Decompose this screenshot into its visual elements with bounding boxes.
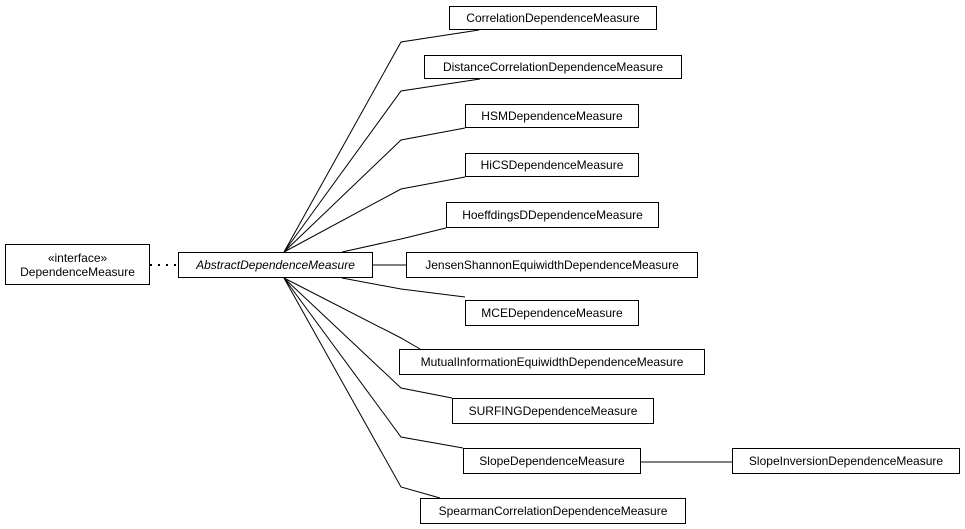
edge-correlation [283, 29, 480, 253]
abstract-class-box[interactable]: AbstractDependenceMeasure [178, 252, 373, 278]
edge-hsm [283, 127, 466, 253]
class-name: SURFINGDependenceMeasure [468, 404, 638, 418]
class-box-hoeffdings[interactable]: HoeffdingsDDependenceMeasure [446, 202, 659, 228]
class-box-hics[interactable]: HiCSDependenceMeasure [465, 153, 639, 177]
class-name: CorrelationDependenceMeasure [466, 11, 640, 25]
class-box-distance-correlation[interactable]: DistanceCorrelationDependenceMeasure [424, 55, 682, 79]
edge-hoeffdings [341, 227, 447, 253]
abstract-class-name: AbstractDependenceMeasure [196, 258, 355, 272]
interface-name: DependenceMeasure [20, 264, 135, 279]
class-box-slope-inversion[interactable]: SlopeInversionDependenceMeasure [732, 448, 960, 474]
class-box-slope[interactable]: SlopeDependenceMeasure [463, 448, 641, 474]
class-box-jensen-shannon[interactable]: JensenShannonEquiwidthDependenceMeasure [406, 252, 698, 278]
edge-slope [283, 277, 464, 449]
class-box-correlation[interactable]: CorrelationDependenceMeasure [449, 6, 657, 30]
class-box-mce[interactable]: MCEDependenceMeasure [465, 300, 639, 326]
edge-distance-correlation [283, 78, 481, 253]
interface-box[interactable]: «interface» DependenceMeasure [5, 244, 150, 285]
class-box-surfing[interactable]: SURFINGDependenceMeasure [452, 398, 654, 424]
edge-mce [341, 277, 466, 298]
class-box-hsm[interactable]: HSMDependenceMeasure [465, 104, 639, 128]
class-name: JensenShannonEquiwidthDependenceMeasure [425, 258, 679, 272]
edge-hics [283, 176, 466, 253]
class-name: HSMDependenceMeasure [481, 109, 623, 123]
class-name: MCEDependenceMeasure [481, 306, 623, 320]
edge-mutual-information [283, 277, 421, 350]
class-name: SpearmanCorrelationDependenceMeasure [438, 504, 668, 518]
class-name: HiCSDependenceMeasure [480, 158, 624, 172]
class-box-spearman[interactable]: SpearmanCorrelationDependenceMeasure [420, 498, 686, 524]
class-box-mutual-information[interactable]: MutualInformationEquiwidthDependenceMeas… [399, 349, 705, 375]
class-name: DistanceCorrelationDependenceMeasure [442, 60, 664, 74]
edge-spearman [283, 277, 441, 499]
class-name: SlopeDependenceMeasure [479, 454, 625, 468]
edge-surfing [283, 277, 453, 399]
class-name: HoeffdingsDDependenceMeasure [462, 208, 643, 222]
class-name: SlopeInversionDependenceMeasure [748, 454, 944, 468]
interface-stereotype: «interface» [47, 250, 108, 265]
class-name: MutualInformationEquiwidthDependenceMeas… [420, 355, 684, 369]
